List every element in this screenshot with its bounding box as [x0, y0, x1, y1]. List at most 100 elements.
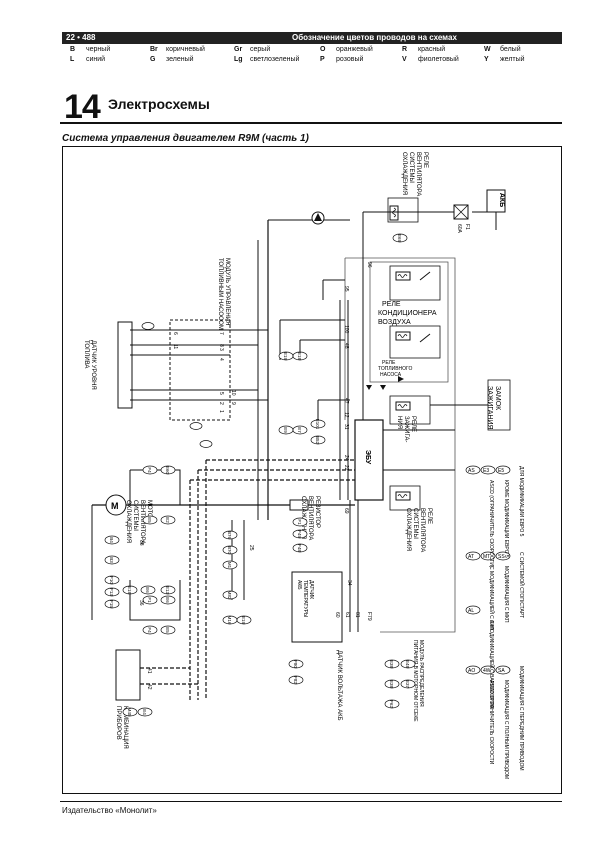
connector-tag-label: B4 — [109, 537, 114, 543]
pin-number: 36 — [138, 600, 144, 606]
pin-number: 1 — [218, 410, 224, 413]
svg-text:E5: E5 — [498, 468, 504, 474]
fuse-symbol — [453, 204, 469, 220]
relay-ignition-box — [389, 395, 431, 425]
fuel-pump-module-label: МОДУЛЬ УПРАВЛЕНИЯ ТОПЛИВНЫМ НАСОСОМ — [217, 258, 230, 330]
pin-number: 10 — [230, 390, 236, 396]
power-module-label: МОДУЛЬ РАСПРЕДЕЛЕНИЯ ПИТАНИЯ В МОТОРНОМ … — [412, 640, 424, 722]
connector-tag: M16 — [222, 616, 238, 625]
note-item: E5 ДЛЯ МОДИФИКАЦИИ ЕВРО 5 — [495, 465, 524, 537]
pin-number: 42 — [146, 684, 152, 690]
svg-text:С МОДИФИКАЦИЕЙ С АКП: С МОДИФИКАЦИЕЙ С АКП — [488, 566, 496, 630]
connector-tag: B52 — [310, 435, 326, 445]
fuse-rating: 60A — [456, 224, 462, 234]
pin-number: 4 — [218, 358, 224, 361]
battery-label: АКБ — [498, 193, 505, 207]
shielded-wires — [189, 459, 355, 700]
svg-text:МОДИФИКАЦИЯ С МКП: МОДИФИКАЦИЯ С МКП — [503, 566, 509, 623]
relay-switch — [419, 271, 431, 281]
connector-tag-label: E48 — [405, 660, 410, 669]
chapter-title: Электросхемы — [108, 96, 210, 112]
svg-text:SS: SS — [498, 554, 505, 560]
connector-tag-label: F82 — [293, 676, 298, 684]
pin-number: 8 — [218, 344, 224, 347]
connector-tag-label: F13 — [109, 588, 114, 596]
svg-text:С СИСТЕМОЙ СТОП/СТАРТ: С СИСТЕМОЙ СТОП/СТАРТ — [518, 552, 526, 618]
connector-tag: M1 — [222, 560, 238, 570]
pin-number: 61 — [344, 612, 350, 618]
fuel-level-sensor — [117, 321, 133, 409]
ground-symbol — [314, 213, 322, 221]
connector-tag-label: E38 — [389, 680, 394, 689]
note-item: SS С СИСТЕМОЙ СТОП/СТАРТ — [495, 551, 526, 618]
connector-tag: F15 — [104, 599, 120, 608]
relay-fuel-pump-box — [389, 325, 441, 359]
connector-tag-label: B52 — [315, 436, 320, 445]
fan-motor-symbol: M — [111, 501, 119, 511]
instrument-cluster-label: КОМБИНАЦИЯ ПРИБОРОВ — [115, 706, 128, 750]
connector-tag-label: F15 — [109, 600, 114, 608]
connector-tag-label: M16 — [227, 616, 232, 625]
pin-labels: 9695100484712312422694142253478521109611… — [138, 262, 372, 690]
connector-tag: F48 — [292, 543, 308, 552]
pin-number: 3 — [218, 348, 224, 351]
pin-number: 95 — [343, 286, 349, 292]
connector-tag: E19 — [236, 615, 252, 624]
connector-tag-label: F4 — [147, 627, 152, 633]
connector-tag: E18 — [292, 351, 308, 361]
svg-text:МОДИФИКАЦИЯ С ПЕРЕДНИМ ПРИВОДО: МОДИФИКАЦИЯ С ПЕРЕДНИМ ПРИВОДОМ — [518, 666, 524, 771]
connector-tag: E9 — [278, 425, 294, 435]
note-item: ATС МОДИФИКАЦИЕЙ С АКП — [465, 551, 496, 630]
pin-number: 5 — [218, 392, 224, 395]
diagram-title: Система управления двигателем R9M (часть… — [62, 133, 309, 144]
connector-tag-label: B3 — [109, 557, 114, 563]
fuel-module-wires — [130, 329, 268, 401]
connector-tag-label: E101 — [315, 419, 320, 430]
connector-tag-label: E60 — [165, 466, 170, 475]
ignition-lock-label: ЗАМОК ЗАЖИГАНИЯ — [486, 386, 501, 430]
pin-number: 22 — [343, 465, 349, 471]
pin-number: 31 — [343, 424, 349, 430]
heading-rule — [60, 122, 562, 124]
diode-symbols — [366, 376, 404, 390]
connector-tag-label: E5 — [147, 517, 152, 523]
connector-tag: F82 — [288, 675, 304, 684]
relay-fan-top-label: РЕЛЕ ВЕНТИЛЯТОРА СИСТЕМЫ ОХЛАЖДЕНИЯ — [401, 152, 428, 198]
relay-fan-mid-label: РЕЛЕ ВЕНТИЛЯТОРА СИСТЕМЫ ОХЛАЖДЕНИЯ — [405, 508, 432, 554]
fan-resistor — [289, 499, 309, 511]
relay-ac-box — [389, 265, 441, 301]
connector-tag-label: E69 — [397, 234, 402, 243]
svg-text:ДЛЯ МОДИФИКАЦИИ ЕВРО 5: ДЛЯ МОДИФИКАЦИИ ЕВРО 5 — [518, 466, 524, 537]
connector-tag-label: E2 — [165, 517, 170, 523]
fuel-pump-module — [169, 319, 231, 421]
connector-tag-label: E37 — [405, 680, 410, 689]
connector-tag: E18 — [122, 585, 138, 594]
footer-rule — [60, 801, 562, 802]
connector-tag-label: E13 — [165, 586, 170, 595]
pin-number: 60 — [334, 612, 340, 618]
connector-tag-label: B76 — [227, 531, 232, 540]
fuse-id: F1 — [464, 224, 470, 230]
connector-tag-label: E19 — [283, 352, 288, 361]
relay-fan-mid-box — [389, 485, 421, 511]
pin-number: 34 — [346, 580, 352, 586]
connector-tag-label: F49 — [297, 530, 302, 538]
connector-tag: F1 — [292, 517, 308, 527]
connector-tag-label: E18 — [297, 352, 302, 361]
connector-tag: E48 — [400, 659, 416, 669]
connector-tag: E2 — [160, 515, 176, 525]
connector-tag: F10 — [104, 575, 120, 584]
